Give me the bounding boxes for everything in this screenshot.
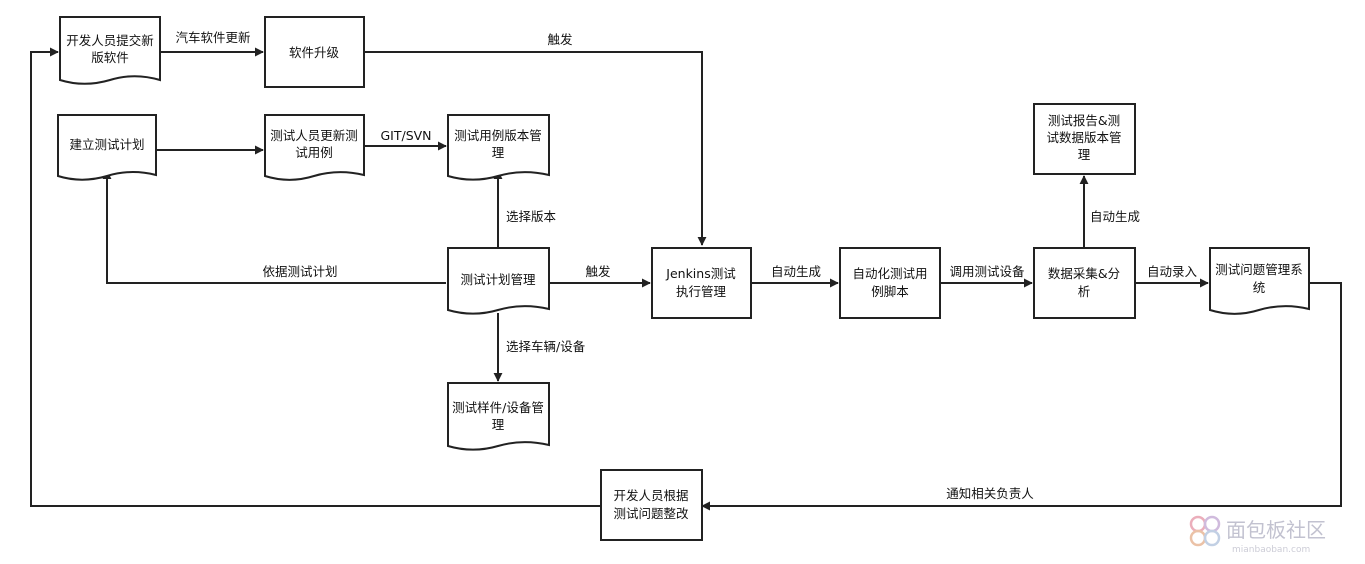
edge-issue-to-fix [701,282,1342,511]
node-build-plan-line1: 建立测试计划 [69,137,144,152]
node-jenkins-line1: Jenkins测试 [665,266,736,281]
node-tester-update-line1: 测试人员更新测 [270,128,358,143]
watermark-sub: mianbaoban.com [1232,545,1310,555]
node-plan-mgmt-line1: 测试计划管理 [460,272,536,287]
node-report-version-line3: 理 [1078,147,1091,162]
node-data-collect [1033,247,1136,319]
node-dev-fix-line2: 测试问题整改 [613,506,689,521]
node-sw-upgrade-line1: 软件升级 [289,45,340,60]
node-plan-mgmt [447,247,550,315]
edge-mgmt-to-buildplan [102,170,446,284]
label-select-version: 选择版本 [506,209,557,224]
node-dev-fix-line1: 开发人员根据 [613,488,688,503]
node-data-collect-line2: 析 [1078,284,1091,299]
node-issue-system-line1: 测试问题管理系 [1215,262,1303,277]
node-labels: 开发人员提交新 版软件 软件升级 建立测试计划 测试人员更新测 试用例 测试用例… [66,33,1303,521]
label-trigger-top: 触发 [547,32,573,47]
node-dev-submit-line2: 版软件 [91,50,129,65]
watermark-text: 面包板社区 [1226,518,1326,542]
edges [30,47,1342,511]
node-report-version-line2: 试数据版本管 [1046,130,1121,145]
node-jenkins [651,247,752,319]
label-notify: 通知相关负责人 [946,486,1034,501]
node-tester-update-line2: 试用例 [295,145,333,160]
label-git-svn: GIT/SVN [380,128,431,143]
label-by-plan: 依据测试计划 [262,264,337,279]
node-sample-mgmt-line1: 测试样件/设备管 [452,400,544,415]
node-report-version [1033,103,1136,175]
label-car-sw-update: 汽车软件更新 [175,30,250,45]
node-sw-upgrade [264,16,365,88]
node-dev-fix [600,469,703,541]
node-tester-update [264,114,365,181]
edge-upgrade-to-jenkins [364,51,707,246]
label-call-device: 调用测试设备 [949,264,1025,279]
label-auto-gen1: 自动生成 [771,264,821,279]
edge-fix-to-dev [30,47,600,507]
edge-labels: 汽车软件更新 触发 GIT/SVN 选择版本 依据测试计划 触发 自动生成 调用… [175,30,1197,501]
node-issue-system-line2: 统 [1253,280,1266,295]
node-auto-script [839,247,941,319]
node-auto-script-line2: 例脚本 [871,284,909,299]
node-sample-mgmt [447,382,550,451]
label-auto-entry: 自动录入 [1147,264,1198,279]
nodes [57,16,1310,541]
node-build-plan [57,114,157,181]
node-auto-script-line1: 自动化测试用 [852,266,927,281]
watermark: 面包板社区 mianbaoban.com [1189,515,1326,555]
node-report-version-line1: 测试报告&测 [1048,113,1120,128]
label-trigger-mid: 触发 [585,264,611,279]
node-dev-submit-line1: 开发人员提交新 [66,33,154,48]
label-auto-gen2: 自动生成 [1090,209,1140,224]
node-jenkins-line2: 执行管理 [676,284,727,299]
node-case-version-line1: 测试用例版本管 [454,128,542,143]
label-select-vehicle: 选择车辆/设备 [506,339,586,354]
node-case-version-line2: 理 [492,145,505,160]
node-data-collect-line1: 数据采集&分 [1048,266,1120,281]
node-case-version [447,114,550,181]
node-dev-submit [59,16,161,85]
watermark-logo-icon [1189,515,1221,547]
node-issue-system [1209,247,1310,315]
node-sample-mgmt-line2: 理 [492,417,505,432]
